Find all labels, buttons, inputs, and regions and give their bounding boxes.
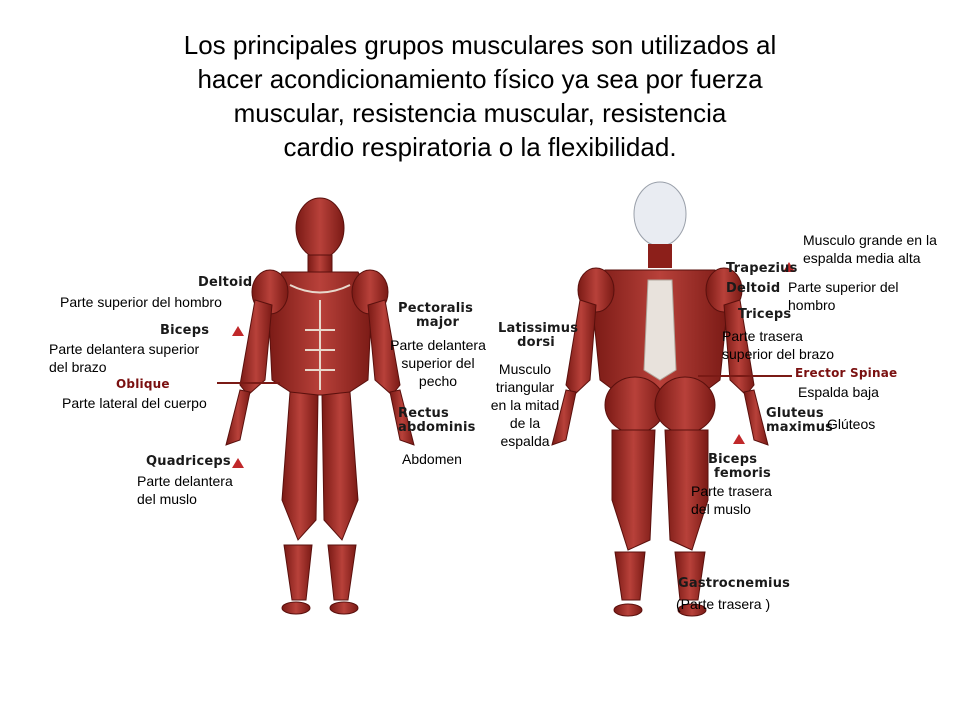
desc-gastrocnemius: (Parte trasera ) bbox=[676, 596, 771, 612]
desc-line: Parte superior del bbox=[788, 279, 899, 295]
desc-line: Parte trasera bbox=[691, 483, 772, 499]
desc-trapezius: Musculo grande en la espalda media alta bbox=[803, 231, 937, 267]
desc-erector-spinae: Espalda baja bbox=[798, 384, 879, 400]
desc-line: triangular bbox=[495, 379, 555, 395]
label-latissimus-line: dorsi bbox=[517, 335, 555, 350]
label-latissimus-line: Latissimus bbox=[498, 321, 579, 336]
label-erector-spinae: Erector Spinae bbox=[795, 366, 898, 380]
desc-triceps: Parte trasera superior del brazo bbox=[722, 327, 834, 363]
desc-deltoid-back: Parte superior del hombro bbox=[788, 278, 899, 314]
label-gastrocnemius: Gastrocnemius bbox=[678, 576, 791, 591]
desc-line: espalda bbox=[500, 433, 550, 449]
desc-line: Parte trasera bbox=[722, 328, 803, 344]
desc-line: Parte delantera bbox=[137, 473, 233, 489]
label-oblique: Oblique bbox=[116, 377, 170, 391]
desc-latissimus: Musculo triangular en la mitad de la esp… bbox=[482, 360, 568, 450]
desc-line: Musculo bbox=[498, 361, 552, 377]
label-pectoralis: Pectoralis major bbox=[398, 302, 473, 330]
label-biceps-femoris-line: Biceps bbox=[708, 452, 758, 467]
label-pectoralis-line: major bbox=[416, 315, 460, 330]
desc-line: Parte delantera bbox=[390, 337, 486, 353]
label-biceps-femoris: Biceps femoris bbox=[708, 453, 771, 481]
title-line: Los principales grupos musculares son ut… bbox=[183, 30, 777, 60]
desc-gluteus: Glúteos bbox=[827, 416, 876, 432]
label-gluteus-maximus: Gluteus maximus bbox=[766, 407, 833, 435]
label-biceps-front: Biceps bbox=[160, 323, 210, 338]
back-head bbox=[633, 181, 687, 268]
slide-title: Los principales grupos musculares son ut… bbox=[60, 28, 900, 164]
desc-line: pecho bbox=[418, 373, 458, 389]
desc-biceps-femoris: Parte trasera del muslo bbox=[691, 482, 772, 518]
desc-line: del muslo bbox=[691, 501, 751, 517]
desc-line: espalda media alta bbox=[803, 250, 921, 266]
label-gluteus-line: maximus bbox=[766, 420, 834, 435]
label-rectus-line: abdominis bbox=[398, 420, 476, 435]
desc-line: Parte delantera superior bbox=[49, 341, 200, 357]
desc-line: de la bbox=[509, 415, 541, 431]
label-rectus-line: Rectus bbox=[398, 406, 449, 421]
title-line: muscular, resistencia muscular, resisten… bbox=[233, 98, 727, 128]
back-spine bbox=[643, 279, 677, 381]
desc-biceps-front: Parte delantera superior del brazo bbox=[49, 340, 199, 376]
label-rectus-abdominis: Rectus abdominis bbox=[398, 407, 476, 435]
desc-line: superior del brazo bbox=[722, 346, 835, 362]
triangle-marker-icon bbox=[783, 262, 795, 272]
desc-pectoralis: Parte delantera superior del pecho bbox=[380, 336, 496, 390]
triangle-marker-icon bbox=[733, 434, 745, 444]
desc-line: en la mitad bbox=[490, 397, 560, 413]
label-triceps: Triceps bbox=[738, 307, 792, 322]
title-line: hacer acondicionamiento físico ya sea po… bbox=[197, 64, 763, 94]
label-quadriceps: Quadriceps bbox=[146, 454, 231, 469]
triangle-marker-icon bbox=[232, 326, 244, 336]
title-line: cardio respiratoria o la flexibilidad. bbox=[283, 132, 677, 162]
desc-quadriceps: Parte delantera del muslo bbox=[137, 472, 233, 508]
markers bbox=[232, 262, 795, 468]
desc-line: superior del bbox=[401, 355, 475, 371]
desc-line: hombro bbox=[788, 297, 836, 313]
label-deltoid-front: Deltoid bbox=[198, 275, 253, 290]
front-figure bbox=[225, 197, 415, 615]
desc-deltoid-front: Parte superior del hombro bbox=[60, 294, 222, 310]
desc-line: del brazo bbox=[49, 359, 107, 375]
front-tendons bbox=[289, 284, 351, 390]
desc-abdomen: Abdomen bbox=[402, 451, 462, 467]
label-pectoralis-line: Pectoralis bbox=[398, 301, 474, 316]
label-biceps-femoris-line: femoris bbox=[714, 466, 771, 481]
desc-line: Musculo grande en la bbox=[803, 232, 937, 248]
label-gluteus-line: Gluteus bbox=[766, 406, 824, 421]
triangle-marker-icon bbox=[232, 458, 244, 468]
leader-lines bbox=[217, 375, 792, 384]
label-latissimus-dorsi: Latissimus dorsi bbox=[498, 321, 579, 350]
label-deltoid-back: Deltoid bbox=[726, 281, 781, 296]
desc-line: del muslo bbox=[137, 491, 197, 507]
label-trapezius: Trapezius bbox=[726, 261, 798, 276]
desc-oblique: Parte lateral del cuerpo bbox=[62, 395, 207, 411]
